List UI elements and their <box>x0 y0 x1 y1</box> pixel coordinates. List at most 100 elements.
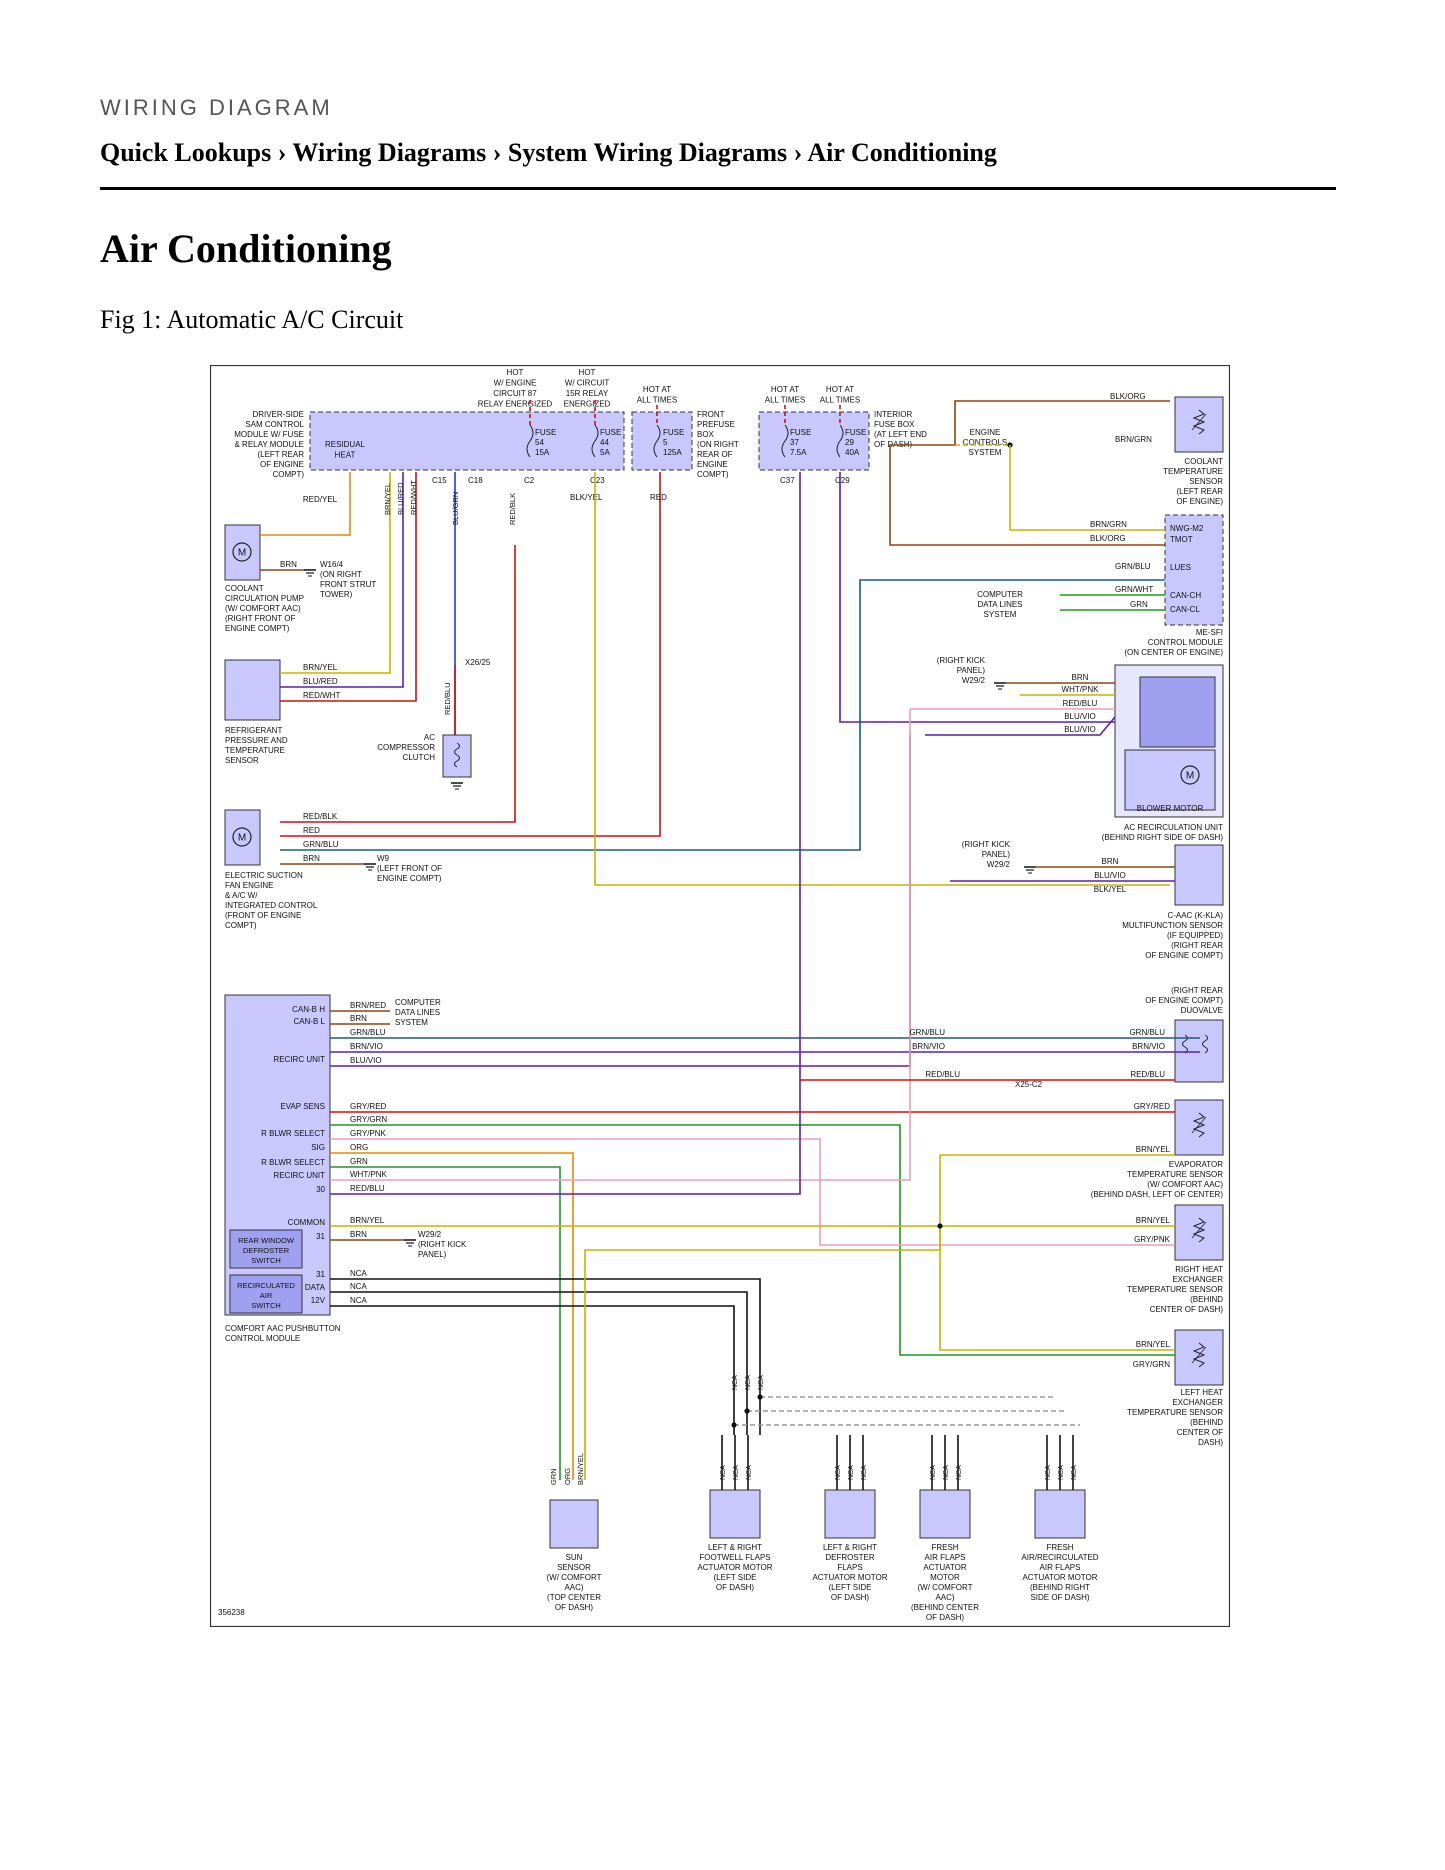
diagram-label: ENGINE COMPT) <box>377 874 442 883</box>
diagram-label: PANEL) <box>418 1250 447 1259</box>
diagram-label: OF DASH) <box>716 1583 755 1592</box>
diagram-label: (BEHIND RIGHT SIDE OF DASH) <box>1102 833 1224 842</box>
splice-dot <box>937 1223 943 1229</box>
coolant-thermistor-icon <box>1192 409 1206 435</box>
diagram-label: DEFROSTER <box>243 1246 290 1255</box>
diagram-label: BRN/VIO <box>912 1042 945 1051</box>
diagram-label: ENERGIZED <box>564 400 611 409</box>
diagram-label: BLK/YEL <box>570 493 603 502</box>
fuse-icon <box>653 424 661 458</box>
diagram-label: ORG <box>350 1143 368 1152</box>
diagram-label: NCA <box>733 1465 740 1480</box>
diagram-label: LEFT HEAT <box>1181 1388 1223 1397</box>
diagram-label: 125A <box>663 448 682 457</box>
prefuse-box <box>631 411 693 471</box>
diagram-label: AC <box>424 733 435 742</box>
diagram-label: NCA <box>350 1269 368 1278</box>
module-pin-label: 12V <box>311 1296 326 1305</box>
diagram-label: TEMPERATURE SENSOR <box>1127 1285 1223 1294</box>
diagram-label: FUSE <box>790 428 811 437</box>
diagram-label: NCA <box>930 1465 937 1480</box>
diagram-label: NCA <box>1058 1465 1065 1480</box>
diagram-label: & RELAY MODULE <box>234 440 304 449</box>
diagram-label: SENSOR <box>557 1563 591 1572</box>
connector-label: X25-C2 <box>1015 1080 1043 1089</box>
diagram-label: BRN/GRN <box>1090 520 1127 529</box>
wire-blu-red <box>280 472 404 688</box>
diagram-label: BRN/YEL <box>576 1453 585 1485</box>
diagram-label: (FRONT OF ENGINE <box>225 911 301 920</box>
diagram-label: RECIRCULATED <box>237 1281 295 1290</box>
diagram-label: (RIGHT KICK <box>937 656 986 665</box>
wire-blk-yel <box>594 472 1170 886</box>
diagram-label: NCA <box>1045 1465 1052 1480</box>
diagram-label: BLU/RED <box>303 677 338 686</box>
diagram-label: BRN <box>303 854 320 863</box>
diagram-label: (RIGHT REAR <box>1171 941 1223 950</box>
diagram-label: BLU/VIO <box>350 1056 382 1065</box>
blower-motor-box <box>1124 749 1216 811</box>
diagram-label: COOLANT <box>1184 457 1223 466</box>
diagram-label: AIR/RECIRCULATED <box>1021 1553 1098 1562</box>
diagram-label: (BEHIND <box>1190 1418 1223 1427</box>
diagram-label: GRN/BLU <box>909 1028 945 1037</box>
diagram-label: 15R RELAY <box>566 389 609 398</box>
figure-id: 356238 <box>218 1608 245 1617</box>
diagram-label: SYSTEM <box>984 610 1017 619</box>
diagram-label: C-AAC (K-KLA) <box>1167 911 1223 920</box>
diagram-label: FRONT STRUT <box>320 580 376 589</box>
diagram-label: (BEHIND DASH, LEFT OF CENTER) <box>1091 1190 1224 1199</box>
diagram-label: 5A <box>600 448 610 457</box>
diagram-label: EVAPORATOR <box>1169 1160 1223 1169</box>
breadcrumb[interactable]: Quick Lookups › Wiring Diagrams › System… <box>100 138 997 167</box>
thermistor-arrow <box>1191 1346 1207 1364</box>
diagram-label: COMPT) <box>272 470 304 479</box>
connector-label: C15 <box>432 476 447 485</box>
diagram-label: PANEL) <box>957 666 986 675</box>
diagram-label: GRY/GRN <box>1133 1360 1170 1369</box>
diagram-label: DEFROSTER <box>825 1553 875 1562</box>
diagram-label: BRN/YEL <box>1136 1216 1171 1225</box>
diagram-label: PANEL) <box>982 850 1011 859</box>
connector-label: C29 <box>835 476 850 485</box>
diagram-label: OF DASH) <box>926 1613 965 1622</box>
diagram-label: SAM CONTROL <box>245 420 304 429</box>
wire-grn-blu <box>280 579 1210 851</box>
diagram-label: ORG <box>563 1468 572 1485</box>
diagram-label: ENGINE <box>697 460 728 469</box>
compressor-clutch-box <box>442 734 472 778</box>
diagram-label: BRN <box>280 560 297 569</box>
diagram-label: COMPT) <box>697 470 729 479</box>
diagram-label: BRN/GRN <box>1115 435 1152 444</box>
page-kicker: WIRING DIAGRAM <box>100 95 333 120</box>
diagram-label: (RIGHT KICK <box>962 840 1011 849</box>
me-sfi-module-box <box>1164 514 1224 626</box>
diagram-label: FRONT <box>697 410 725 419</box>
diagram-label: AIR FLAPS <box>1040 1563 1081 1572</box>
diagram-label: RELAY ENERGIZED <box>478 400 553 409</box>
diagram-label: ACTUATOR MOTOR <box>1022 1573 1097 1582</box>
recirculated-air-switch <box>229 1274 303 1314</box>
wire-brn-yel <box>280 472 391 674</box>
diagram-label: (W/ COMFORT AAC) <box>225 604 301 613</box>
wire-gry-pnk <box>330 1138 1175 1246</box>
diagram-label: BRN/VIO <box>350 1042 383 1051</box>
module-pin-label: 31 <box>316 1270 325 1279</box>
diagram-label: HOT <box>507 368 524 377</box>
diagram-label: SWITCH <box>251 1256 281 1265</box>
diagram-label: DATA LINES <box>977 600 1022 609</box>
diagram-label: W/ CIRCUIT <box>565 379 610 388</box>
diagram-label: (BEHIND <box>1190 1295 1223 1304</box>
diagram-label: BLU/VIO <box>1094 871 1126 880</box>
diagram-label: (LEFT FRONT OF <box>377 864 442 873</box>
connector-label: X26/25 <box>465 658 491 667</box>
sam-module-box <box>309 411 625 471</box>
wire-blu-vio-2 <box>925 716 1116 736</box>
diagram-label: COMPUTER <box>395 998 441 1007</box>
module-pin-label: R BLWR SELECT <box>261 1158 325 1167</box>
diagram-label: 40A <box>845 448 860 457</box>
blower-motor-icon <box>1180 765 1200 785</box>
module-pin-label: 31 <box>316 1232 325 1241</box>
diagram-label: NCA <box>745 1375 752 1390</box>
